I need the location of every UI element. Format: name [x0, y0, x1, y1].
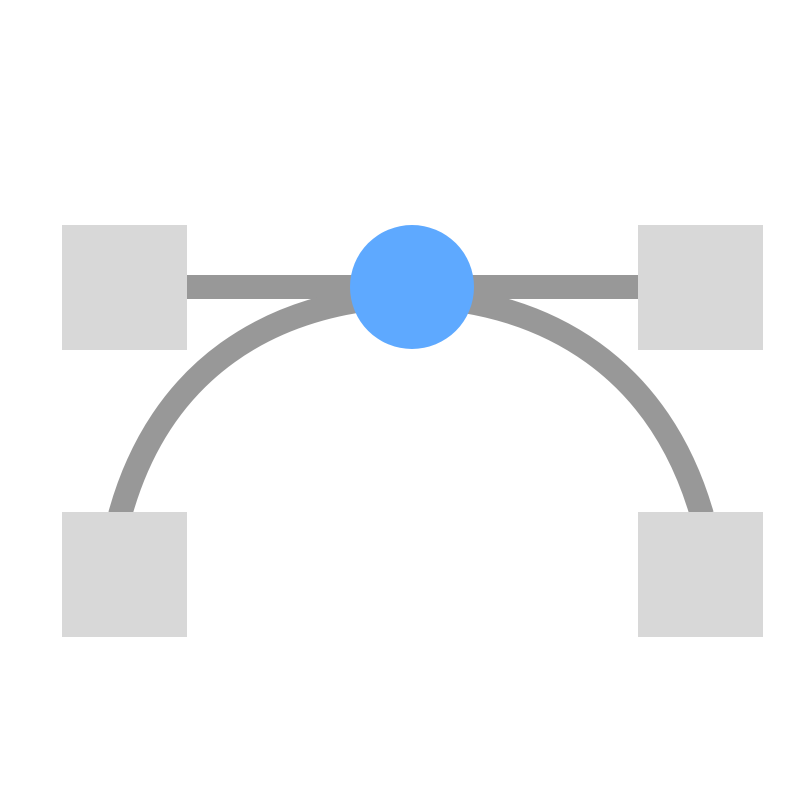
control-point-bottom-right[interactable]	[638, 512, 763, 637]
anchor-point[interactable]	[350, 225, 474, 349]
control-point-top-right[interactable]	[638, 225, 763, 350]
control-point-bottom-left[interactable]	[62, 512, 187, 637]
control-point-top-left[interactable]	[62, 225, 187, 350]
